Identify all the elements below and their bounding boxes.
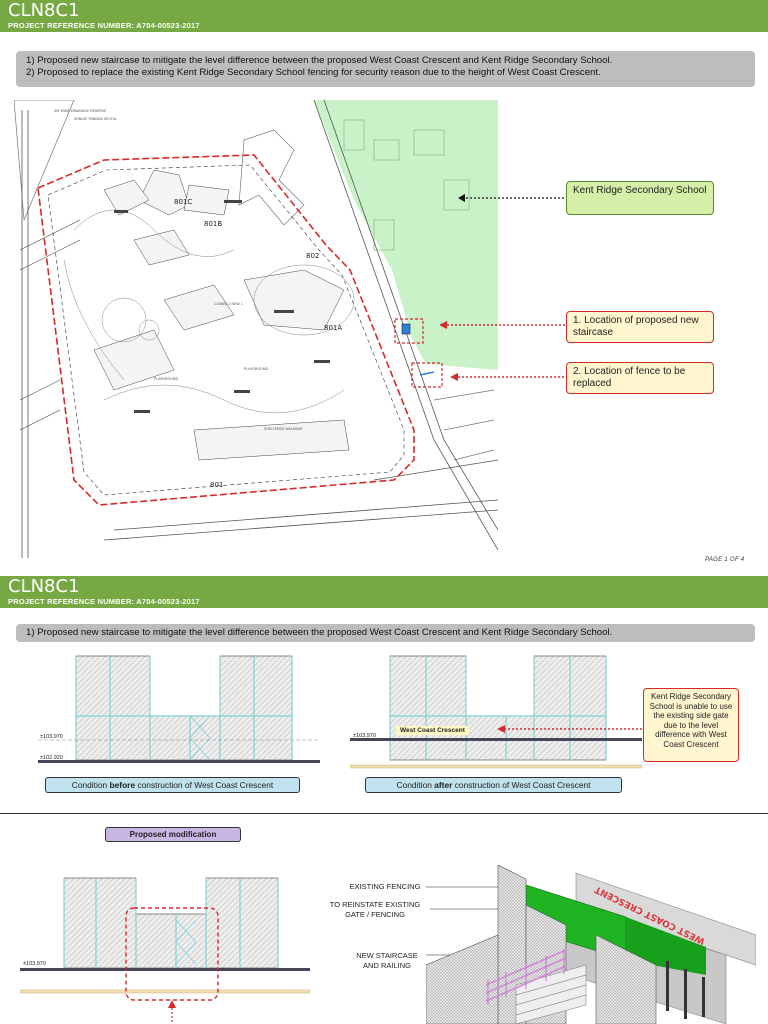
page-number: PAGE 1 OF 4 [705, 557, 745, 563]
callout-staircase: 1. Location of proposed new staircase [566, 311, 714, 343]
label-reinstate-gate: TO REINSTATE EXISTING GATE / FENCING [329, 900, 421, 919]
callout-fence: 2. Location of fence to be replaced [566, 362, 714, 394]
slide1-header: CLN8C1 PROJECT REFERENCE NUMBER: A704-00… [0, 0, 768, 32]
svg-text:802: 802 [306, 252, 319, 260]
svg-text:CLN8BC1 NEW 1: CLN8BC1 NEW 1 [214, 302, 243, 306]
road-label: West Coast Crescent [396, 726, 469, 735]
slide2-title: CLN8C1 [8, 576, 80, 597]
svg-text:SHELTERED WALKWAY: SHELTERED WALKWAY [264, 427, 304, 431]
elev-before-top: ±103.970 [40, 734, 63, 740]
elev-after: ±103.970 [353, 733, 376, 739]
elevation-proposed [20, 877, 310, 1024]
callout-gate: Kent Ridge Secondary School is unable to… [643, 688, 739, 762]
site-plan: 801C 801B 802 801A 801 5M WIDE DRAINAGE … [14, 100, 498, 558]
site-boundary [37, 154, 415, 506]
slide1-note-2: 2) Proposed to replace the existing Kent… [26, 67, 601, 78]
isometric-view: WEST COAST CRESCENT [426, 865, 756, 1024]
elevation-after [350, 655, 642, 769]
section-divider [0, 813, 768, 814]
slide1-reference: PROJECT REFERENCE NUMBER: A704-00523-201… [8, 21, 200, 30]
proposed-modification-label: Proposed modification [105, 827, 241, 842]
fence-highlight [411, 362, 443, 388]
label-existing-fencing: EXISTING FENCING [349, 882, 421, 891]
svg-text:PLAYGROUND: PLAYGROUND [154, 377, 178, 381]
proposed-gate-highlight [125, 907, 219, 1001]
condition-before: Condition before construction of West Co… [45, 777, 300, 793]
slide2-header: CLN8C1 PROJECT REFERENCE NUMBER: A704-00… [0, 576, 768, 608]
elev-before-bottom: ±102.920 [40, 755, 63, 761]
slide2-note: 1) Proposed new staircase to mitigate th… [16, 624, 755, 642]
label-new-staircase: NEW STAIRCASE AND RAILING [356, 951, 418, 970]
staircase-marker [401, 323, 411, 335]
svg-text:PLAYGROUND: PLAYGROUND [244, 367, 268, 371]
svg-text:801A: 801A [324, 324, 342, 332]
elev-proposed: ±103.970 [23, 961, 46, 967]
school-zone [314, 100, 498, 370]
staircase-highlight [394, 318, 424, 344]
svg-text:SUNGEI PANDAN KECHIL: SUNGEI PANDAN KECHIL [74, 117, 117, 121]
slide2-reference: PROJECT REFERENCE NUMBER: A704-00523-201… [8, 597, 200, 606]
condition-after: Condition after construction of West Coa… [365, 777, 622, 793]
svg-text:801C: 801C [174, 198, 192, 206]
callout-school: Kent Ridge Secondary School [566, 181, 714, 215]
slide1-arrows [440, 194, 566, 381]
slide1-notes: 1) Proposed new staircase to mitigate th… [16, 51, 755, 87]
svg-text:801: 801 [210, 481, 223, 489]
slide2-note-1: 1) Proposed new staircase to mitigate th… [26, 627, 613, 638]
svg-text:801B: 801B [204, 220, 222, 228]
slide1-note-1: 1) Proposed new staircase to mitigate th… [26, 55, 613, 66]
slide1-title: CLN8C1 [8, 0, 80, 21]
gate-arrow [497, 725, 642, 733]
elevation-before [38, 655, 320, 763]
svg-text:5M WIDE DRAINAGE RESERVE: 5M WIDE DRAINAGE RESERVE [54, 109, 106, 113]
